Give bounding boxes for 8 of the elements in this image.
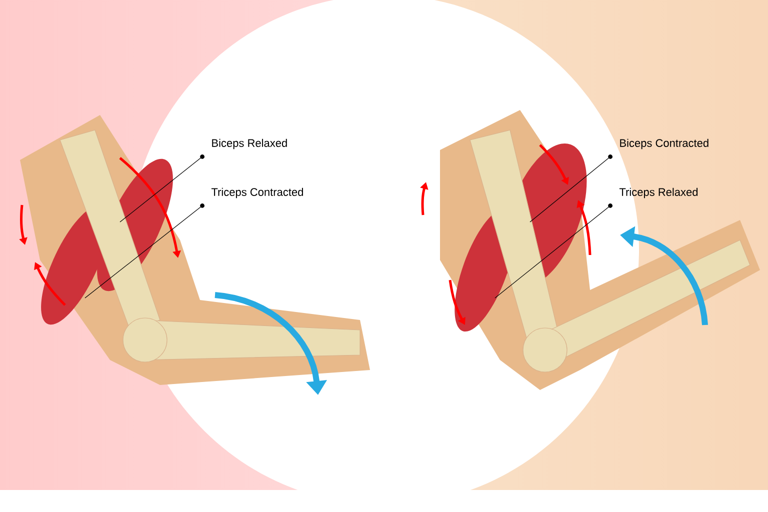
label-text: Biceps Contracted [620, 138, 708, 150]
label-text: Triceps Contracted [211, 188, 303, 198]
label-text: Biceps Relaxed [212, 138, 287, 150]
leader-line [530, 154, 612, 222]
leader-line [494, 204, 612, 298]
leader-line [120, 154, 204, 222]
leader-line [84, 203, 204, 298]
label-text: Triceps Relaxed [619, 188, 698, 198]
